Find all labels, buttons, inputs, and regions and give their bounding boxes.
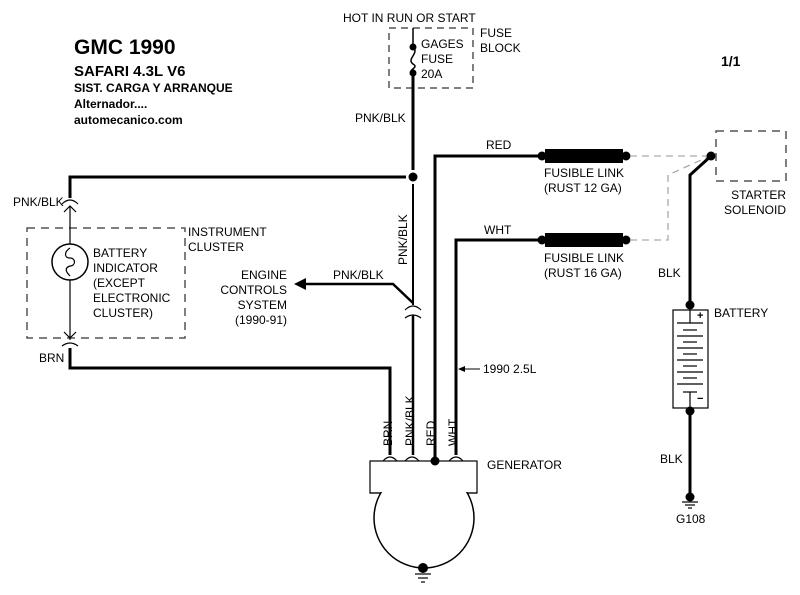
fusible-link-16-end-left — [537, 235, 547, 245]
connector-engine-branch — [404, 305, 422, 311]
fuse-name-label: GAGES FUSE 20A — [421, 37, 464, 81]
wire-label-brn: BRN — [39, 351, 65, 365]
wire-label-red: RED — [486, 138, 512, 152]
wire-label-wht: WHT — [484, 223, 512, 237]
ground-g108-icon — [682, 501, 698, 509]
wire-label-blk-bottom: BLK — [660, 452, 683, 466]
starter-solenoid-label: STARTER SOLENOID — [723, 188, 786, 217]
starter-solenoid-box — [715, 130, 787, 182]
generator-pin-label-pnk-blk: PNK/BLK — [403, 395, 417, 446]
generator-label: GENERATOR — [487, 458, 562, 472]
fusible-link-12-end-right — [621, 151, 631, 161]
fuse-supply-label: HOT IN RUN OR START — [343, 11, 476, 25]
connector-cluster-bottom-inner — [63, 331, 77, 339]
arrow-engine-controls-icon — [294, 278, 306, 290]
ground-label: G108 — [676, 512, 706, 526]
battery-label: BATTERY — [714, 306, 769, 320]
instrument-cluster-box — [26, 227, 186, 339]
generator-pin-red-terminal — [430, 456, 440, 466]
battery-indicator-label: BATTERY INDICATOR (EXCEPT ELECTRONIC CLU… — [93, 246, 171, 320]
generator-ground-dot — [418, 563, 428, 573]
fusible-link-12-label: FUSIBLE LINK (RUST 12 GA) — [544, 166, 625, 195]
fusible-link-16-dashed — [630, 155, 711, 241]
page-number: 1/1 — [721, 53, 741, 69]
generator-pin-label-red: RED — [424, 420, 438, 446]
wire-red — [433, 154, 541, 460]
fuse-icon — [410, 46, 416, 74]
wire-label-vertical-pnk: PNK/BLK — [396, 214, 410, 265]
wire-label-engine-branch: PNK/BLK — [333, 268, 384, 282]
fusible-link-16-icon — [545, 233, 623, 247]
website-link[interactable]: automecanico.com — [74, 113, 183, 127]
wire-brn — [68, 348, 392, 455]
connector-cluster-top — [61, 199, 79, 205]
wire-wht — [454, 238, 541, 455]
note-year-label: 1990 2.5L — [483, 362, 537, 376]
fusible-link-16-end-right — [621, 235, 631, 245]
splice-dot — [408, 172, 418, 182]
generator-pin-label-wht: WHT — [446, 418, 460, 446]
title-system: SIST. CARGA Y ARRANQUE — [74, 81, 233, 95]
generator-pin-label-brn: BRN — [381, 420, 395, 446]
fusible-link-12-end-left — [537, 151, 547, 161]
fusible-link-12-icon — [545, 149, 623, 163]
title-component: Alternador.... — [74, 97, 148, 111]
generator-ground-icon — [415, 573, 431, 583]
wire-label-blk-top: BLK — [658, 266, 681, 280]
wire-pnk-blk-engine — [300, 282, 414, 304]
battery-terminal-positive — [685, 300, 695, 310]
wire-label-fuse-out: PNK/BLK — [355, 111, 406, 125]
title-model: SAFARI 4.3L V6 — [74, 63, 186, 80]
ground-g108-dot — [685, 492, 695, 502]
generator-pin-brn-connector — [382, 456, 398, 462]
instrument-cluster-label: INSTRUMENT CLUSTER — [188, 225, 267, 254]
generator-pin-wht-connector — [448, 456, 464, 462]
battery-minus-icon: − — [697, 393, 704, 405]
wire-blk-battery-top — [688, 154, 713, 303]
note-arrow-icon — [458, 366, 465, 372]
wire-pnk-blk-cluster — [68, 175, 406, 198]
lamp-filament-icon — [64, 247, 76, 277]
fuse-block-box — [388, 27, 474, 89]
engine-controls-label: ENGINE CONTROLS SYSTEM (1990-91) — [220, 268, 287, 327]
connector-cluster-bottom — [61, 342, 79, 347]
generator-pin-pnk-connector — [404, 456, 420, 462]
generator-block-mask — [371, 462, 476, 492]
title-make-year: GMC 1990 — [74, 36, 176, 59]
fusible-link-16-label: FUSIBLE LINK (RUST 16 GA) — [544, 251, 625, 280]
wire-label-cluster-in: PNK/BLK — [13, 195, 64, 209]
fuse-block-label: FUSE BLOCK — [480, 26, 521, 55]
battery-indicator-lamp-icon — [51, 243, 89, 281]
battery-plus-icon: + — [697, 310, 704, 322]
